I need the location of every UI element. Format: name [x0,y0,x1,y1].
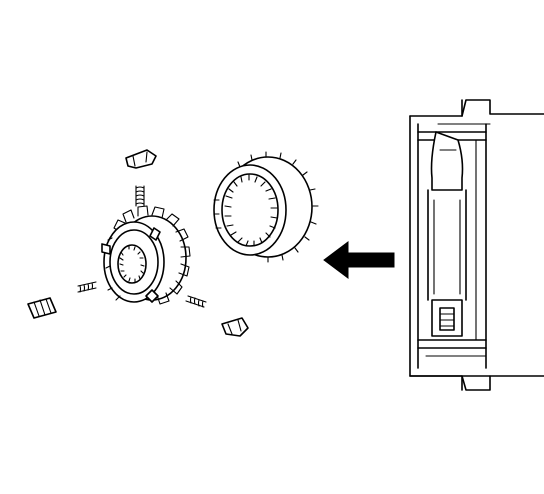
housing-cross-section [409,99,544,391]
synchronizer-key-bottom [221,317,249,337]
synchronizer-key-top [125,149,157,169]
key-spring-right [185,295,207,308]
key-spring-top [135,185,145,207]
synchronizer-hub [101,205,191,305]
synchronizer-key-left [27,297,57,319]
synchronizer-sleeve [213,151,319,263]
assembly-direction-arrow [323,241,395,279]
key-spring-left [77,281,97,293]
